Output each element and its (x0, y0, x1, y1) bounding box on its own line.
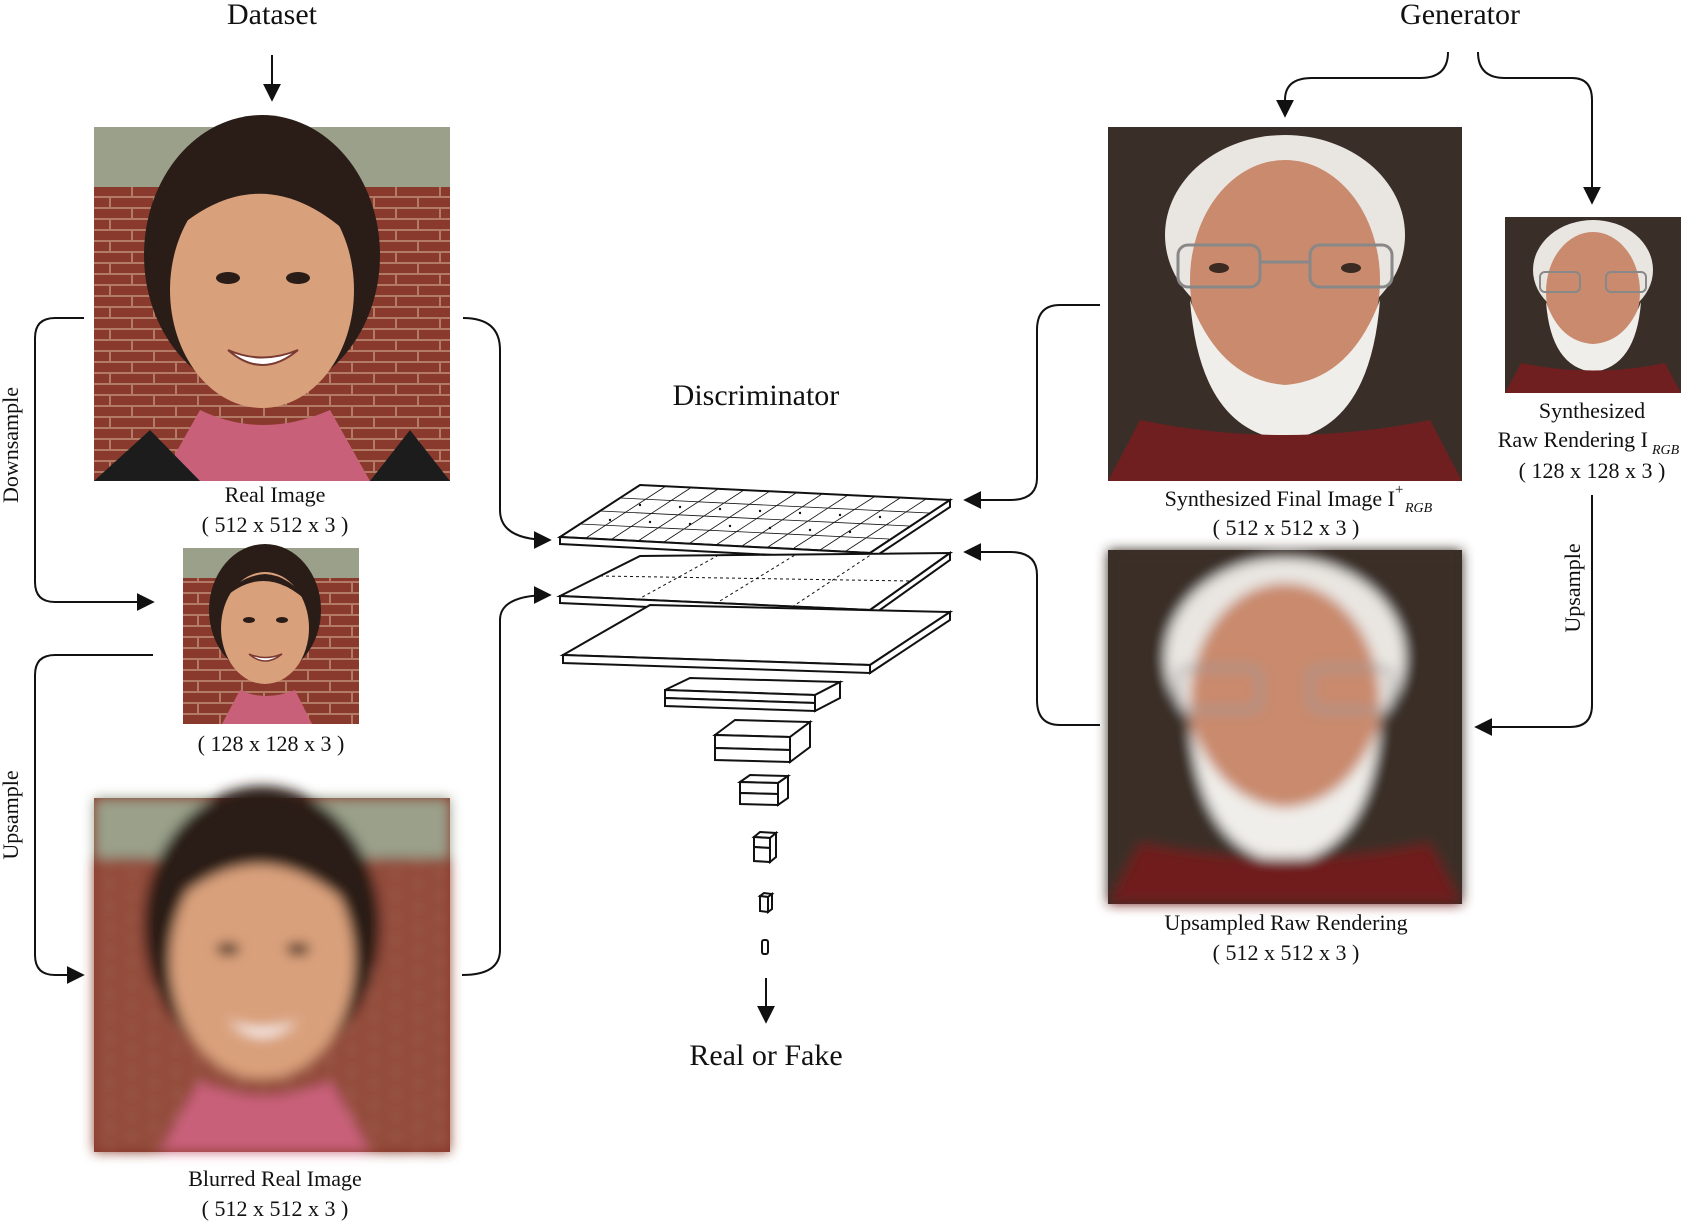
upsample-label-left: Upsample (0, 770, 23, 859)
small-image-size: ( 128 x 128 x 3 ) (198, 731, 345, 756)
final-to-disc-arrow (963, 304, 1100, 509)
upsampled-to-disc-arrow (963, 543, 1100, 726)
disc-layer-9 (761, 939, 769, 955)
real-image-size: ( 512 x 512 x 3 ) (202, 512, 349, 537)
blurred-image-size: ( 512 x 512 x 3 ) (202, 1196, 349, 1221)
small-real-image (183, 544, 359, 724)
generator-to-final-arrow (1276, 51, 1449, 118)
disc-layer-7 (751, 830, 779, 865)
connectors (34, 51, 1601, 1024)
disc-layer-3 (559, 603, 954, 675)
upsampled-raw-size: ( 512 x 512 x 3 ) (1213, 940, 1360, 965)
disc-layer-5 (712, 718, 813, 764)
upsample-arrow-right (1474, 495, 1593, 736)
blurred-image-title: Blurred Real Image (188, 1166, 362, 1191)
blurred-real-image (94, 786, 450, 1152)
real-image (94, 115, 450, 481)
downsample-label: Downsample (0, 387, 23, 503)
raw-small-title-1: Synthesized (1539, 398, 1645, 423)
raw-small-size: ( 128 x 128 x 3 ) (1519, 458, 1666, 483)
generator-to-raw-arrow (1477, 51, 1601, 205)
disc-layer-6 (736, 773, 792, 807)
synthesized-final-image (1108, 127, 1462, 481)
final-image-sup: + (1395, 482, 1403, 498)
raw-small-title-2: Raw Rendering I (1498, 427, 1648, 452)
synthesized-raw-rendering (1505, 217, 1681, 393)
discriminator-header: Discriminator (673, 379, 840, 412)
real-image-title: Real Image (225, 482, 326, 507)
upsample-label-right: Upsample (1560, 543, 1585, 632)
disc-layer-1 (556, 483, 954, 562)
upsampled-raw-title: Upsampled Raw Rendering (1164, 910, 1407, 935)
upsampled-raw-rendering (1108, 550, 1462, 904)
dataset-header: Dataset (227, 0, 318, 31)
output-label: Real or Fake (689, 1039, 842, 1072)
final-image-sub: RGB (1404, 501, 1433, 516)
real-to-disc-arrow (462, 317, 552, 549)
disc-layer-2 (556, 551, 954, 619)
upsample-arrow-left (34, 654, 153, 984)
downsample-arrow (34, 317, 155, 611)
disc-layer-4 (664, 676, 844, 713)
generator-header: Generator (1400, 0, 1520, 31)
final-image-size: ( 512 x 512 x 3 ) (1213, 515, 1360, 540)
disc-layer-8 (757, 891, 775, 914)
raw-small-sub: RGB (1651, 443, 1680, 458)
blurred-to-disc-arrow (461, 586, 552, 976)
discriminator-network (556, 483, 954, 955)
final-image-title: Synthesized Final Image I (1165, 486, 1395, 511)
